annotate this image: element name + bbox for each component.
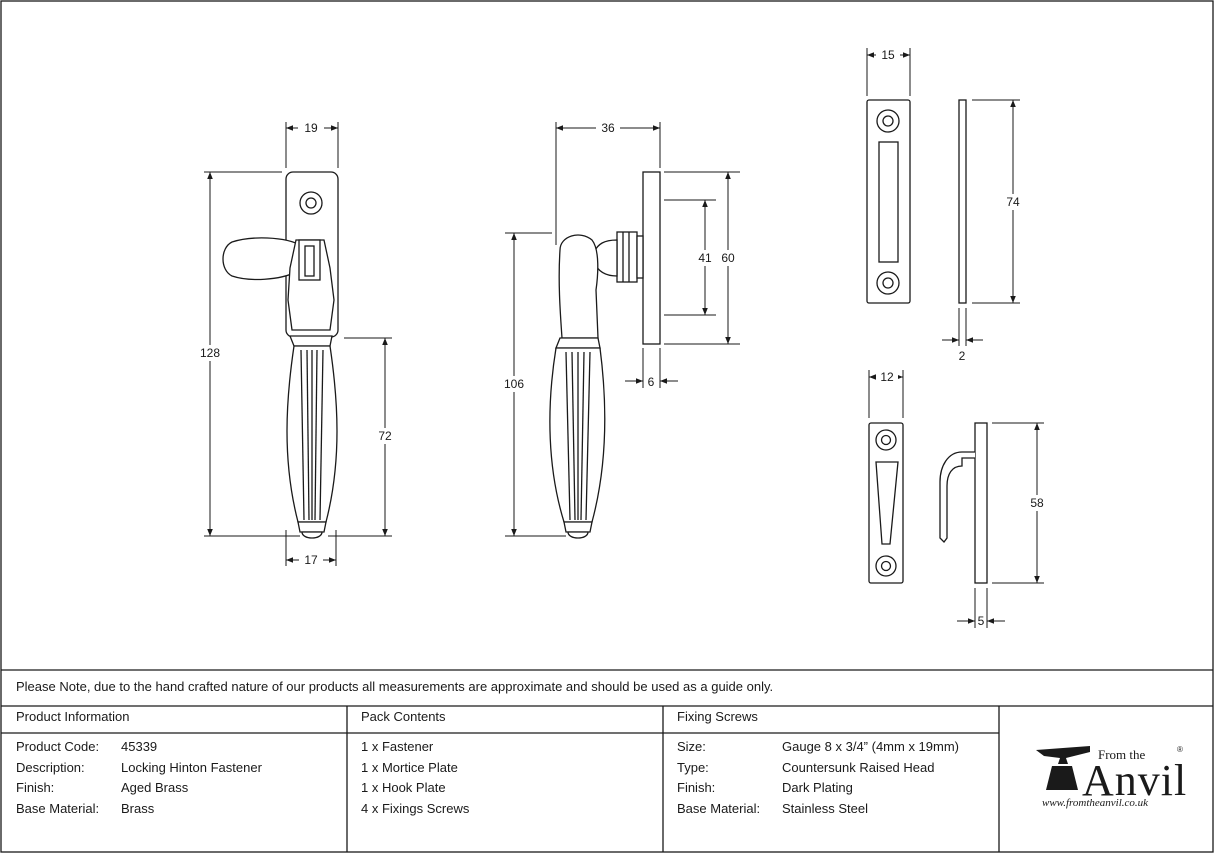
- dim-side-depth: 36: [601, 121, 615, 135]
- fastener-side-view: [549, 171, 661, 539]
- finish-label: Finish:: [16, 780, 55, 795]
- base-material-value: Brass: [121, 800, 155, 816]
- dim-mortice-width: 15: [881, 48, 895, 62]
- logo-url: www.fromtheanvil.co.uk: [1042, 797, 1149, 809]
- screw-type-value: Countersunk Raised Head: [782, 759, 935, 775]
- measurement-note: Please Note, due to the hand crafted nat…: [16, 679, 774, 694]
- pack-contents-list: 1 x Fastener 1 x Mortice Plate 1 x Hook …: [361, 739, 469, 821]
- screw-material-value: Stainless Steel: [782, 800, 868, 816]
- screw-type-label: Type:: [677, 759, 709, 775]
- screw-finish-value: Dark Plating: [782, 780, 853, 795]
- fastener-side-dimensions: [505, 122, 740, 537]
- description-value: Locking Hinton Fastener: [121, 759, 262, 775]
- hook-plate-view: [868, 422, 988, 584]
- dim-mortice-height: 74: [1006, 195, 1020, 209]
- anvil-logo-icon: [1036, 746, 1090, 790]
- product-info-title: Product Information: [16, 709, 130, 724]
- mortice-plate-dimensions: [866, 48, 1020, 346]
- dim-side-plate-height: 60: [721, 251, 735, 265]
- dim-hook-thickness: 5: [978, 614, 985, 628]
- screw-size-value: Gauge 8 x 3/4” (4mm x 19mm): [782, 739, 959, 754]
- fixing-screws-title: Fixing Screws: [677, 709, 758, 724]
- dim-hook-width: 12: [880, 370, 894, 384]
- description-label: Description:: [16, 759, 85, 775]
- dim-mortice-thickness: 2: [959, 349, 966, 363]
- pack-item: 1 x Hook Plate: [361, 780, 446, 795]
- screw-finish-label: Finish:: [677, 780, 716, 795]
- logo-prefix: From the: [1098, 747, 1146, 762]
- pack-item: 4 x Fixings Screws: [361, 800, 470, 816]
- product-info-values: 45339 Locking Hinton Fastener Aged Brass…: [121, 739, 262, 821]
- pack-contents-title: Pack Contents: [361, 709, 446, 724]
- dim-front-handle-length: 72: [378, 429, 392, 443]
- fastener-front-view: [222, 171, 339, 539]
- dim-side-plate-span: 41: [698, 251, 712, 265]
- pack-item: 1 x Fastener: [361, 739, 434, 754]
- screw-size-label: Size:: [677, 739, 706, 754]
- pack-item: 1 x Mortice Plate: [361, 759, 458, 775]
- fixing-screws-labels: Size: Type: Finish: Base Material:: [677, 739, 760, 821]
- fixing-screws-values: Gauge 8 x 3/4” (4mm x 19mm) Countersunk …: [782, 739, 959, 821]
- product-code-label: Product Code:: [16, 739, 100, 754]
- dim-front-height: 128: [200, 346, 220, 360]
- mortice-plate-view: [866, 99, 967, 304]
- base-material-label: Base Material:: [16, 800, 100, 816]
- product-info-labels: Product Code: Description: Finish: Base …: [16, 739, 99, 821]
- dim-front-tip-width: 17: [304, 553, 318, 567]
- logo-wordmark: Anvil: [1082, 756, 1188, 805]
- logo-registered-mark: ®: [1177, 745, 1183, 754]
- product-code-value: 45339: [121, 739, 158, 754]
- dim-front-plate-width: 19: [304, 121, 318, 135]
- screw-material-label: Base Material:: [677, 800, 761, 816]
- dim-hook-height: 58: [1030, 496, 1044, 510]
- finish-value: Aged Brass: [121, 780, 189, 795]
- dim-side-handle-height: 106: [504, 377, 524, 391]
- dim-side-plate-thickness: 6: [648, 375, 655, 389]
